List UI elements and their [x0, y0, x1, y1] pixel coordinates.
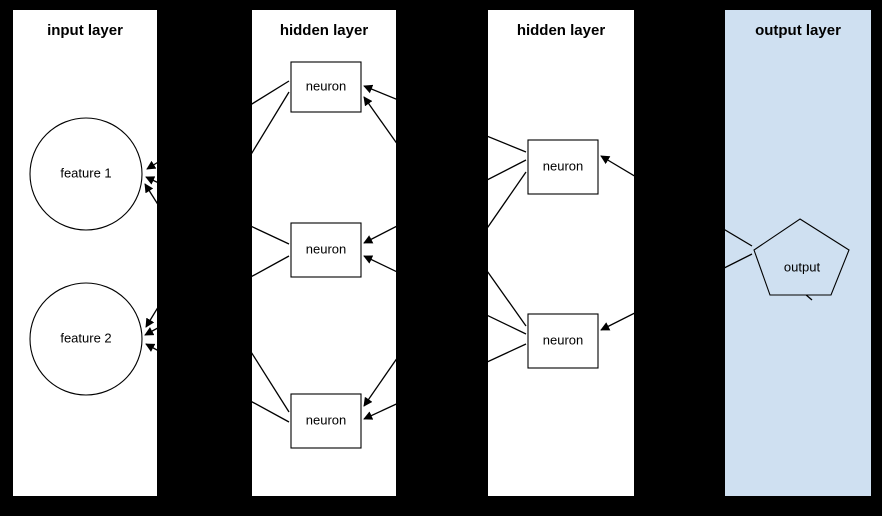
node-hidden-2-neuron-2-label: neuron — [543, 332, 583, 347]
node-hidden-1-neuron-2-label: neuron — [306, 241, 346, 256]
occluder-gap-2 — [396, 0, 488, 516]
occluder-gap-3 — [634, 0, 725, 516]
node-hidden-1-neuron-3-label: neuron — [306, 412, 346, 427]
title-output-layer: output layer — [755, 22, 841, 39]
node-output-node-label: output — [784, 259, 821, 274]
node-hidden-2-neuron-1-label: neuron — [543, 158, 583, 173]
layer-titles: input layer hidden layer hidden layer outpu… — [47, 22, 841, 39]
title-hidden-layer-2: hidden layer — [517, 22, 606, 39]
occluder-gap-1 — [157, 0, 252, 516]
node-output-node-shape[interactable] — [753, 218, 850, 296]
occluder-margin-top — [0, 0, 882, 10]
occluder-margin-bottom — [0, 496, 882, 516]
title-input-layer: input layer — [47, 22, 123, 39]
node-feature-1-shape[interactable] — [29, 117, 143, 231]
node-hidden-2-neuron-2-shape[interactable] — [527, 313, 599, 369]
occluder-margin-left — [0, 0, 13, 516]
node-hidden-1-neuron-1-shape[interactable] — [290, 61, 362, 113]
layer-nodes: feature 1 feature 2 neuron neuron neuron neur… — [29, 61, 850, 449]
occluder-margin-right — [871, 0, 882, 516]
node-hidden-1-neuron-1-label: neuron — [306, 78, 346, 93]
node-hidden-2-neuron-1-shape[interactable] — [527, 139, 599, 195]
node-hidden-1-neuron-2-shape[interactable] — [290, 222, 362, 278]
node-feature-2-shape[interactable] — [29, 282, 143, 396]
panel-hidden-layer-2 — [488, 10, 634, 496]
node-feature-1-label: feature 1 — [60, 165, 111, 180]
node-feature-2-label: feature 2 — [60, 330, 111, 345]
node-hidden-1-neuron-3-shape[interactable] — [290, 393, 362, 449]
panel-input-layer — [13, 10, 157, 496]
title-hidden-layer-1: hidden layer — [280, 22, 369, 39]
